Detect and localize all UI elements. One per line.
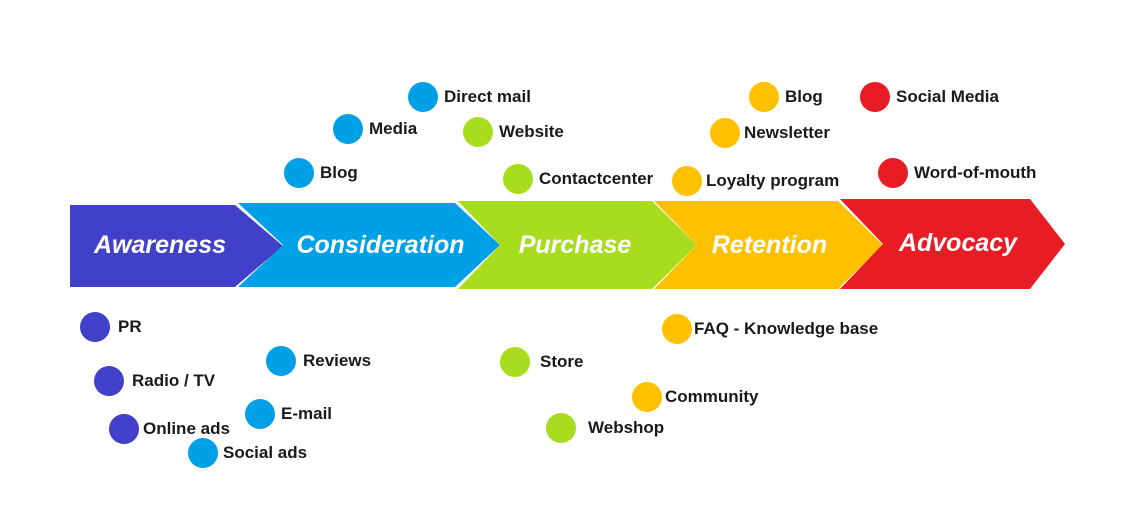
- touchpoint-label: Blog: [785, 87, 823, 106]
- stage-label-purchase: Purchase: [518, 231, 632, 259]
- retention-dot: [632, 382, 662, 412]
- touchpoint-label: Newsletter: [744, 123, 830, 142]
- stage-label-consideration: Consideration: [296, 231, 465, 259]
- retention-dot: [672, 166, 702, 196]
- stage-advocacy-shape: [840, 199, 1065, 289]
- purchase-dot: [546, 413, 576, 443]
- touchpoint-label: FAQ - Knowledge base: [694, 319, 879, 338]
- stage-consideration-shape: [238, 203, 500, 287]
- touchpoint-label: Direct mail: [444, 87, 531, 106]
- touchpoint-label: Blog: [320, 163, 358, 182]
- consideration-dot: [266, 346, 296, 376]
- awareness-dot: [94, 366, 124, 396]
- stage-label-retention: Retention: [711, 231, 828, 259]
- awareness-dot: [109, 414, 139, 444]
- purchase-dot: [500, 347, 530, 377]
- touchpoint-label: E-mail: [281, 404, 333, 423]
- stage-retention-shape: [654, 201, 883, 289]
- stage-label-advocacy: Advocacy: [898, 229, 1018, 257]
- touchpoint-label: Online ads: [143, 419, 230, 438]
- advocacy-dot: [860, 82, 890, 112]
- consideration-dot: [188, 438, 218, 468]
- consideration-dot: [284, 158, 314, 188]
- touchpoint-label: Social Media: [896, 87, 999, 106]
- touchpoint-label: Social ads: [223, 443, 308, 462]
- retention-dot: [710, 118, 740, 148]
- stage-label-awareness: Awareness: [93, 231, 227, 259]
- touchpoint-label: Store: [540, 352, 584, 371]
- purchase-dot: [463, 117, 493, 147]
- advocacy-dot: [878, 158, 908, 188]
- consideration-dot: [245, 399, 275, 429]
- retention-dot: [662, 314, 692, 344]
- touchpoint-label: Website: [499, 122, 564, 141]
- purchase-dot: [503, 164, 533, 194]
- awareness-dot: [80, 312, 110, 342]
- touchpoint-label: Media: [369, 119, 418, 138]
- touchpoint-label: Contactcenter: [539, 169, 654, 188]
- stage-awareness-shape: [70, 205, 283, 287]
- touchpoint-label: Reviews: [303, 351, 372, 370]
- stage-purchase-shape: [458, 201, 697, 289]
- touchpoint-label: Word-of-mouth: [914, 163, 1037, 182]
- touchpoint-label: Webshop: [588, 418, 665, 437]
- touchpoint-label: Community: [665, 387, 759, 406]
- consideration-dot: [333, 114, 363, 144]
- retention-dot: [749, 82, 779, 112]
- touchpoint-label: PR: [118, 317, 142, 336]
- touchpoint-label: Loyalty program: [706, 171, 840, 190]
- consideration-dot: [408, 82, 438, 112]
- touchpoint-label: Radio / TV: [132, 371, 216, 390]
